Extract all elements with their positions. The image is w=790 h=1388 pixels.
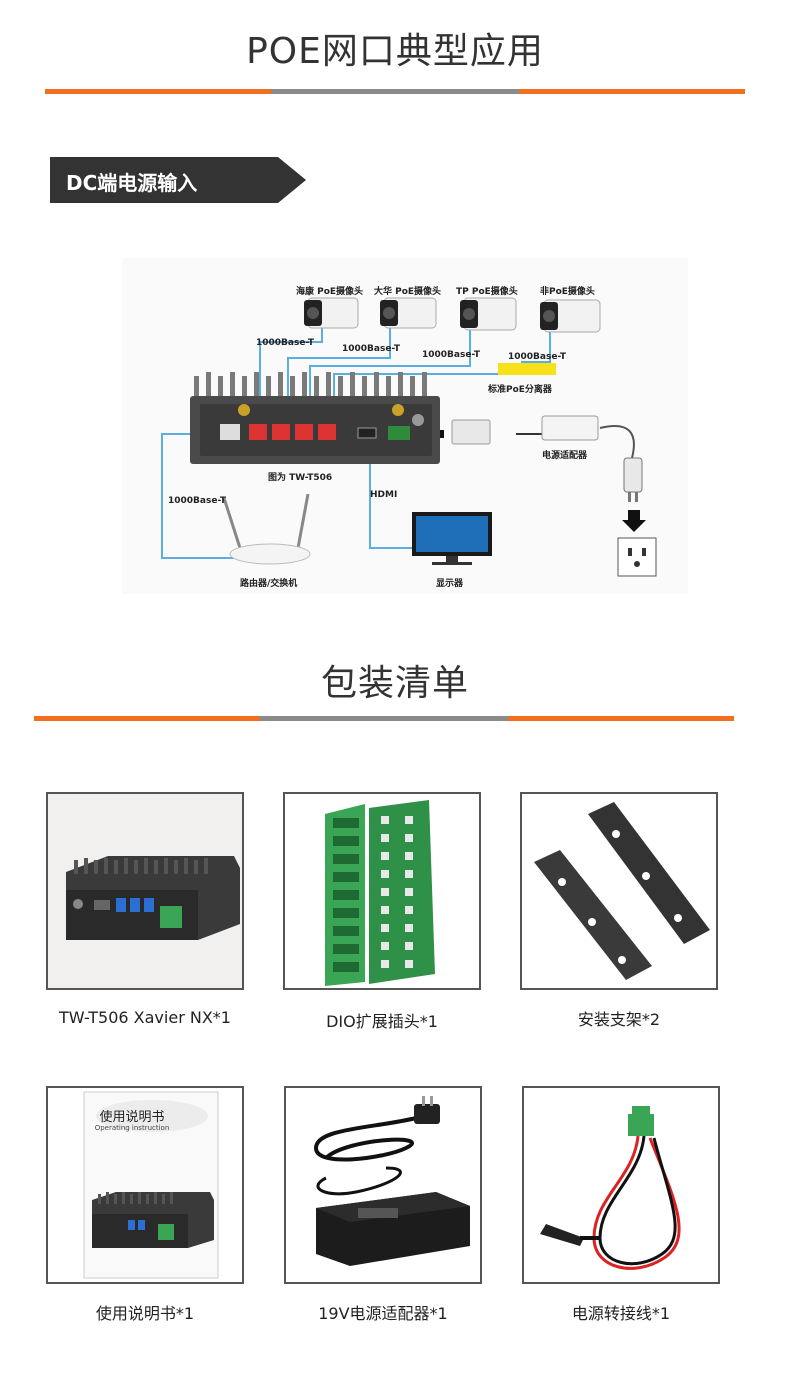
camera-2 [380, 297, 437, 329]
camera-1 [304, 297, 359, 329]
section-title-poe: POE网口典型应用 [246, 31, 544, 72]
camera-label-2: 大华 PoE摄像头 [374, 287, 442, 297]
mini-pc-image [66, 856, 240, 940]
manual-image [92, 1192, 214, 1248]
item-caption-1: TW-T506 Xavier NX*1 [59, 1008, 231, 1027]
item-card-bracket [520, 792, 718, 990]
camera-label-1: 海康 PoE摄像头 [296, 287, 364, 297]
item-card-power-cable [522, 1086, 720, 1284]
item-caption-4: 使用说明书*1 [95, 1304, 195, 1323]
camera-label-4: 非PoE摄像头 [540, 287, 595, 297]
section-title-package: 包装清单 [320, 663, 469, 704]
monitor [412, 512, 492, 565]
device-label: 图为 TW-T506 [268, 473, 333, 483]
manual-cover-title: 使用说明书 [99, 1110, 165, 1125]
camera-4 [540, 299, 601, 333]
manual-cover-subtitle: Operating instruction [94, 1124, 170, 1132]
title-divider [45, 89, 745, 94]
splitter-label: 标准PoE分离器 [488, 385, 552, 395]
item-card-manual: 使用说明书 Operating instruction [46, 1086, 244, 1284]
router [222, 493, 311, 565]
bracket-image [534, 802, 710, 980]
item-caption-6: 电源转接线*1 [571, 1304, 671, 1323]
poe-application-diagram: 海康 PoE摄像头 大华 PoE摄像头 TP PoE摄像头 非PoE摄像头 10… [122, 258, 688, 594]
link-label-2: 1000Base-T [342, 344, 400, 354]
terminal-block-image [325, 800, 435, 986]
camera-3 [460, 297, 517, 331]
adapter-label: 电源适配器 [542, 451, 588, 461]
link-label-5: 1000Base-T [168, 496, 226, 506]
title-divider-2 [34, 716, 734, 721]
item-caption-2: DIO扩展插头*1 [326, 1012, 438, 1031]
item-card-power-adapter [284, 1086, 482, 1284]
router-label: 路由器/交换机 [240, 579, 298, 589]
hdmi-label: HDMI [370, 490, 398, 500]
item-caption-3: 安装支架*2 [577, 1010, 661, 1029]
dc-input-tag-label: DC端电源输入 [66, 171, 198, 195]
power-adapter-image [313, 1096, 470, 1266]
link-label-1: 1000Base-T [256, 338, 314, 348]
item-card-terminal-block [283, 792, 481, 990]
power-cable-image [540, 1106, 681, 1270]
device-tw-t506 [190, 372, 440, 464]
item-card-mini-pc [46, 792, 244, 990]
monitor-label: 显示器 [436, 579, 464, 589]
camera-label-3: TP PoE摄像头 [456, 287, 518, 297]
link-label-3: 1000Base-T [422, 350, 480, 360]
dc-input-tag: DC端电源输入 [50, 157, 306, 203]
link-label-4: 1000Base-T [508, 352, 566, 362]
item-caption-5: 19V电源适配器*1 [318, 1304, 448, 1323]
